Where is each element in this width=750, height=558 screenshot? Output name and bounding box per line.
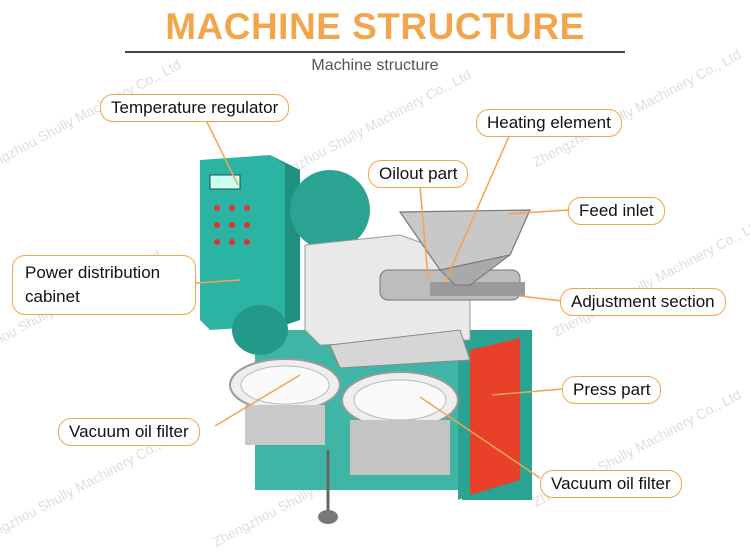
leader-lines [195, 117, 569, 479]
press-housing [304, 234, 525, 346]
vacuum-oil-filter-left-unit [229, 358, 341, 445]
label-vacuum-oil-filter-left: Vacuum oil filter [58, 418, 200, 446]
label-heating-element: Heating element [476, 109, 622, 137]
page-title: MACHINE STRUCTURE [165, 6, 585, 47]
title-divider [125, 51, 625, 53]
label-oilout-part: Oilout part [368, 160, 469, 188]
label-temperature-regulator: Temperature regulator [100, 94, 290, 122]
label-power-distribution-cabinet: Power distribution cabinet [12, 255, 196, 315]
label-adjustment-section: Adjustment section [560, 288, 726, 316]
label-vacuum-oil-filter-right: Vacuum oil filter [540, 470, 682, 498]
power-distribution-cabinet-body [200, 155, 300, 330]
feed-hopper [398, 209, 531, 286]
motor-housing [232, 170, 370, 355]
page-subtitle: Machine structure [311, 57, 439, 74]
vacuum-oil-filter-right-unit [341, 371, 459, 475]
support-foot [318, 510, 338, 524]
press-part-chamber [458, 338, 520, 500]
label-feed-inlet: Feed inlet [568, 197, 665, 225]
drip-tray [329, 329, 471, 369]
label-press-part: Press part [562, 376, 662, 404]
